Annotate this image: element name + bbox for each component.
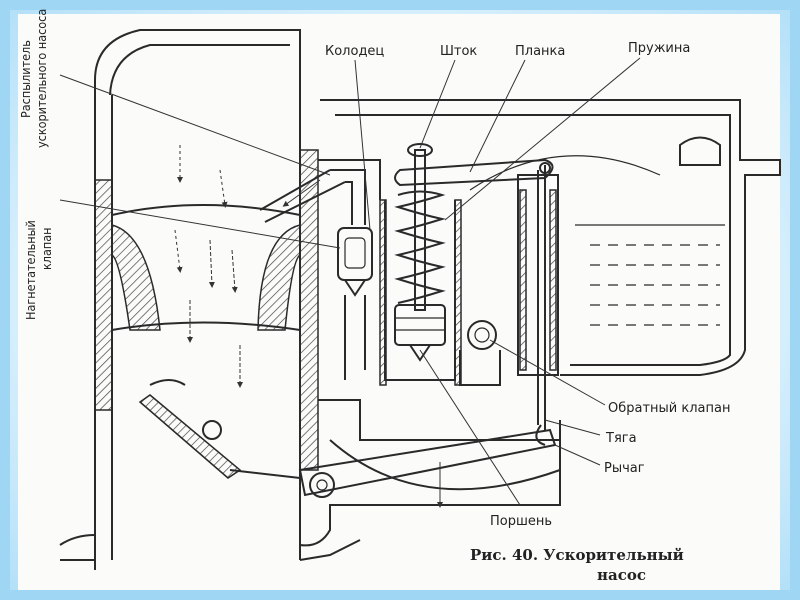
check-valve [459, 320, 501, 386]
lever [229, 428, 557, 508]
label-delivery-valve: Нагнетательный клапан [23, 220, 54, 320]
spring [394, 190, 446, 304]
label-rod: Шток [440, 44, 477, 59]
label-delivery-valve-line1: Нагнетательный [23, 220, 38, 320]
rod [407, 143, 433, 311]
label-piston: Поршень [490, 514, 552, 529]
leader-lines [59, 57, 641, 506]
label-check-valve: Обратный клапан [608, 401, 730, 416]
pull-rod [517, 165, 559, 446]
pump-well [379, 199, 462, 386]
figure-caption-line1: Рис. 40. Ускорительный [470, 546, 684, 564]
label-spring: Пружина [628, 41, 690, 56]
fuel-level-marks [590, 244, 720, 326]
label-sprayer-line1: Распылитель [18, 40, 33, 118]
piston [394, 304, 446, 362]
delivery-valve [337, 227, 373, 380]
label-sprayer-line2: ускорительного насоса [34, 9, 49, 148]
label-lever: Рычаг [604, 461, 645, 476]
pump-housing [299, 99, 781, 547]
sprayer-channel [259, 169, 366, 225]
figure-caption-line2: насос [597, 566, 646, 584]
label-bar: Планка [515, 44, 565, 59]
label-sprayer: Распылитель ускорительного насоса [18, 9, 49, 148]
carburetor-air-horn [59, 29, 361, 570]
label-pull-rod: Тяга [605, 431, 637, 446]
label-delivery-valve-line2: клапан [39, 228, 54, 270]
label-well: Колодец [325, 44, 384, 59]
